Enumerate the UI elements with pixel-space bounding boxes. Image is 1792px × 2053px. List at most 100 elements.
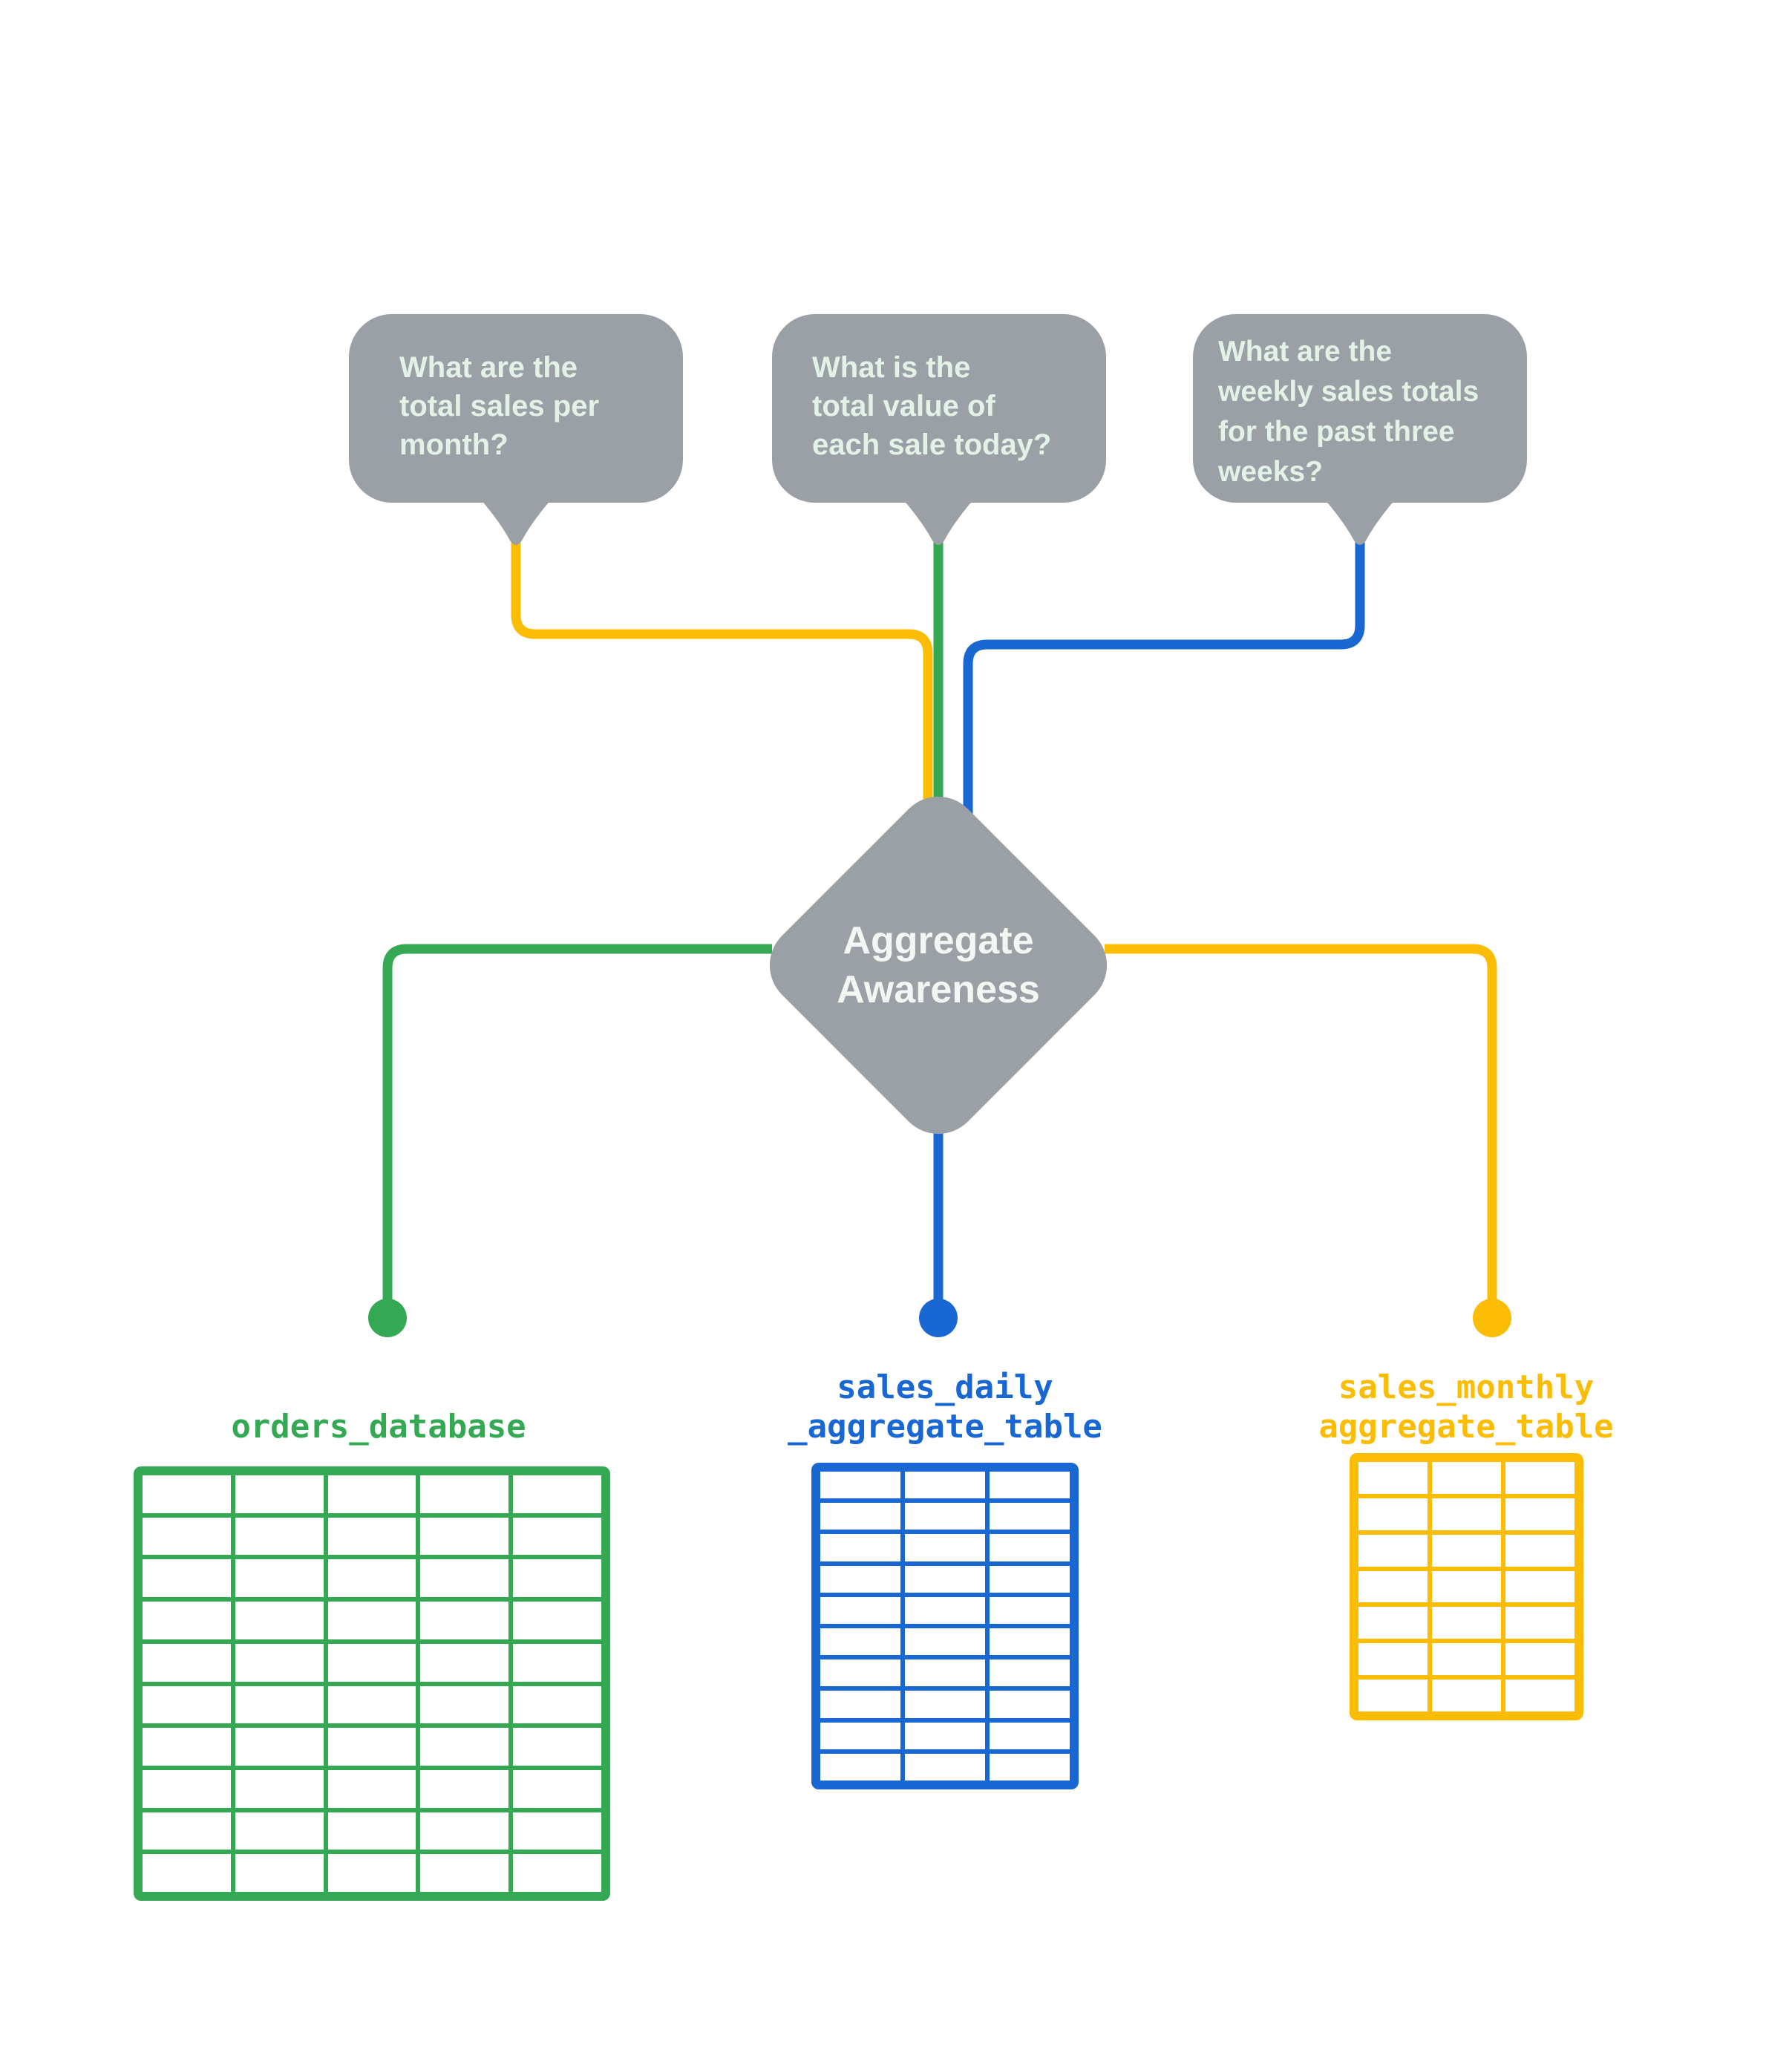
table-cell xyxy=(420,1559,509,1598)
table-cell xyxy=(990,1472,1070,1499)
table-cell xyxy=(820,1753,900,1781)
table-cell xyxy=(513,1769,601,1808)
table-cell xyxy=(235,1728,324,1766)
table-cell xyxy=(143,1812,231,1850)
sales-monthly-aggregate-table xyxy=(1350,1453,1583,1720)
table-cell xyxy=(327,1812,416,1850)
table-cell xyxy=(820,1659,900,1687)
table-cell xyxy=(1505,1534,1574,1567)
table-cell xyxy=(513,1685,601,1724)
table-cell xyxy=(513,1854,601,1892)
table-cell xyxy=(327,1475,416,1513)
table-cell xyxy=(905,1503,985,1530)
sales-daily-aggregate-table xyxy=(811,1463,1079,1789)
sales-daily-endpoint-dot xyxy=(919,1299,958,1337)
table-cell xyxy=(420,1812,509,1850)
speech-bubble-monthly-question: What are the total sales per month? xyxy=(349,314,683,503)
table-cell xyxy=(420,1728,509,1766)
table-cell xyxy=(1505,1643,1574,1676)
table-cell xyxy=(1358,1607,1428,1639)
table-cell xyxy=(327,1854,416,1892)
table-cell xyxy=(1505,1680,1574,1711)
table-cell xyxy=(235,1559,324,1598)
table-cell xyxy=(420,1685,509,1724)
table-cell xyxy=(327,1643,416,1682)
table-cell xyxy=(1505,1570,1574,1603)
table-cell xyxy=(143,1769,231,1808)
table-cell xyxy=(1432,1607,1501,1639)
table-cell xyxy=(905,1691,985,1718)
table-cell xyxy=(820,1596,900,1624)
table-cell xyxy=(1432,1680,1501,1711)
table-cell xyxy=(1432,1462,1501,1494)
table-cell xyxy=(820,1722,900,1749)
table-cell xyxy=(513,1602,601,1639)
table-cell xyxy=(1432,1534,1501,1567)
table-cell xyxy=(820,1565,900,1593)
sales-monthly-endpoint-dot xyxy=(1473,1299,1511,1337)
table-cell xyxy=(420,1517,509,1556)
table-cell xyxy=(513,1812,601,1850)
table-cell xyxy=(820,1691,900,1718)
table-cell xyxy=(1505,1498,1574,1530)
orders-database-endpoint-dot xyxy=(368,1299,407,1337)
table-cell xyxy=(990,1534,1070,1561)
table-cell xyxy=(1505,1462,1574,1494)
table-cell xyxy=(420,1854,509,1892)
table-cell xyxy=(143,1559,231,1598)
table-cell xyxy=(1358,1680,1428,1711)
table-cell xyxy=(327,1769,416,1808)
table-cell xyxy=(327,1685,416,1724)
table-cell xyxy=(905,1628,985,1656)
table-cell xyxy=(513,1559,601,1598)
table-cell xyxy=(990,1753,1070,1781)
table-cell xyxy=(235,1854,324,1892)
table-cell xyxy=(1432,1643,1501,1676)
connector-weekly-question-line xyxy=(963,541,1365,832)
table-cell xyxy=(420,1643,509,1682)
table-cell xyxy=(143,1854,231,1892)
table-cell xyxy=(990,1628,1070,1656)
table-cell xyxy=(513,1517,601,1556)
table-cell xyxy=(905,1534,985,1561)
table-cell xyxy=(1358,1570,1428,1603)
table-cell xyxy=(990,1691,1070,1718)
table-cell xyxy=(420,1475,509,1513)
table-cell xyxy=(820,1472,900,1499)
table-cell xyxy=(820,1534,900,1561)
table-cell xyxy=(143,1643,231,1682)
table-cell xyxy=(235,1517,324,1556)
table-cell xyxy=(420,1769,509,1808)
sales-daily-aggregate-table-label: sales_daily _aggregate_table xyxy=(788,1368,1102,1446)
table-cell xyxy=(1358,1643,1428,1676)
connector-sales-monthly-line xyxy=(1105,944,1497,1303)
aggregate-awareness-label: Aggregate Awareness xyxy=(837,919,1040,1011)
table-cell xyxy=(235,1643,324,1682)
table-cell xyxy=(905,1753,985,1781)
speech-bubble-daily-question: What is the total value of each sale tod… xyxy=(772,314,1106,503)
table-cell xyxy=(905,1596,985,1624)
table-cell xyxy=(420,1602,509,1639)
table-cell xyxy=(143,1685,231,1724)
table-cell xyxy=(1358,1534,1428,1567)
connector-orders-database-line xyxy=(382,944,772,1303)
sales-monthly-aggregate-table-label: sales_monthly aggregate_table xyxy=(1318,1368,1614,1446)
speech-bubble-weekly-question: What are the weekly sales totals for the… xyxy=(1193,314,1527,503)
table-cell xyxy=(1358,1498,1428,1530)
table-cell xyxy=(1505,1607,1574,1639)
table-cell xyxy=(905,1722,985,1749)
table-cell xyxy=(905,1659,985,1687)
table-cell xyxy=(143,1475,231,1513)
bubble-tail-daily xyxy=(897,493,979,545)
orders-database-label: orders_database xyxy=(231,1408,526,1446)
table-cell xyxy=(143,1517,231,1556)
table-cell xyxy=(513,1643,601,1682)
table-cell xyxy=(1358,1462,1428,1494)
table-cell xyxy=(235,1769,324,1808)
connector-monthly-question-line xyxy=(511,541,933,832)
table-cell xyxy=(1432,1570,1501,1603)
table-cell xyxy=(143,1728,231,1766)
table-cell xyxy=(905,1472,985,1499)
table-cell xyxy=(1432,1498,1501,1530)
